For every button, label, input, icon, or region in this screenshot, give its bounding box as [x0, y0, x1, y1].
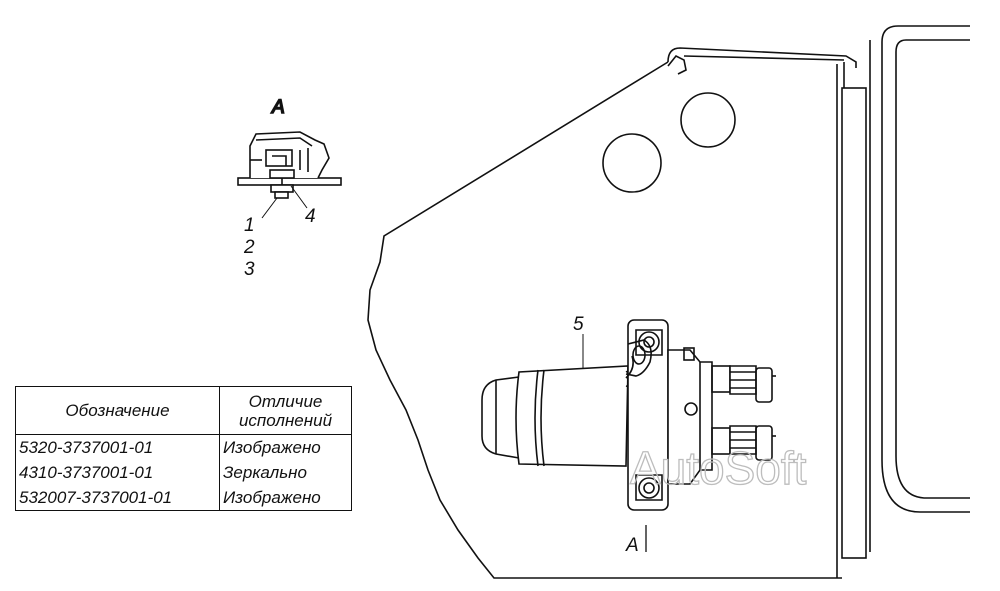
- table-header-designation: Обозначение: [15, 386, 220, 435]
- callout-3: 3: [244, 259, 255, 280]
- table-cell-difference: Изображено: [219, 485, 352, 511]
- section-mark-label: A: [625, 535, 639, 556]
- watermark: AutoSoft: [630, 442, 807, 494]
- variants-table: Обозначение Отличие исполнений 5320-3737…: [15, 386, 352, 511]
- detail-view-label: A: [271, 97, 285, 118]
- callout-4: 4: [305, 206, 316, 227]
- relay-assembly: [481, 319, 776, 552]
- detail-view-a: A: [237, 96, 342, 219]
- table-cell-designation: 532007-3737001-01: [15, 485, 220, 511]
- table-row: 4310-3737001-01 Зеркально: [15, 460, 352, 485]
- table-header-row: Обозначение Отличие исполнений: [15, 386, 352, 435]
- table-cell-designation: 5320-3737001-01: [15, 434, 220, 460]
- table-header-difference: Отличие исполнений: [219, 386, 352, 435]
- table-row: 5320-3737001-01 Изображено: [15, 434, 352, 460]
- table-cell-designation: 4310-3737001-01: [15, 460, 220, 485]
- mounting-panel: [367, 25, 970, 579]
- callout-5: 5: [573, 314, 584, 335]
- callout-1: 1: [244, 215, 255, 236]
- table-cell-difference: Зеркально: [219, 460, 352, 485]
- callout-2: 2: [243, 237, 255, 258]
- table-row: 532007-3737001-01 Изображено: [15, 485, 352, 511]
- table-cell-difference: Изображено: [219, 434, 352, 460]
